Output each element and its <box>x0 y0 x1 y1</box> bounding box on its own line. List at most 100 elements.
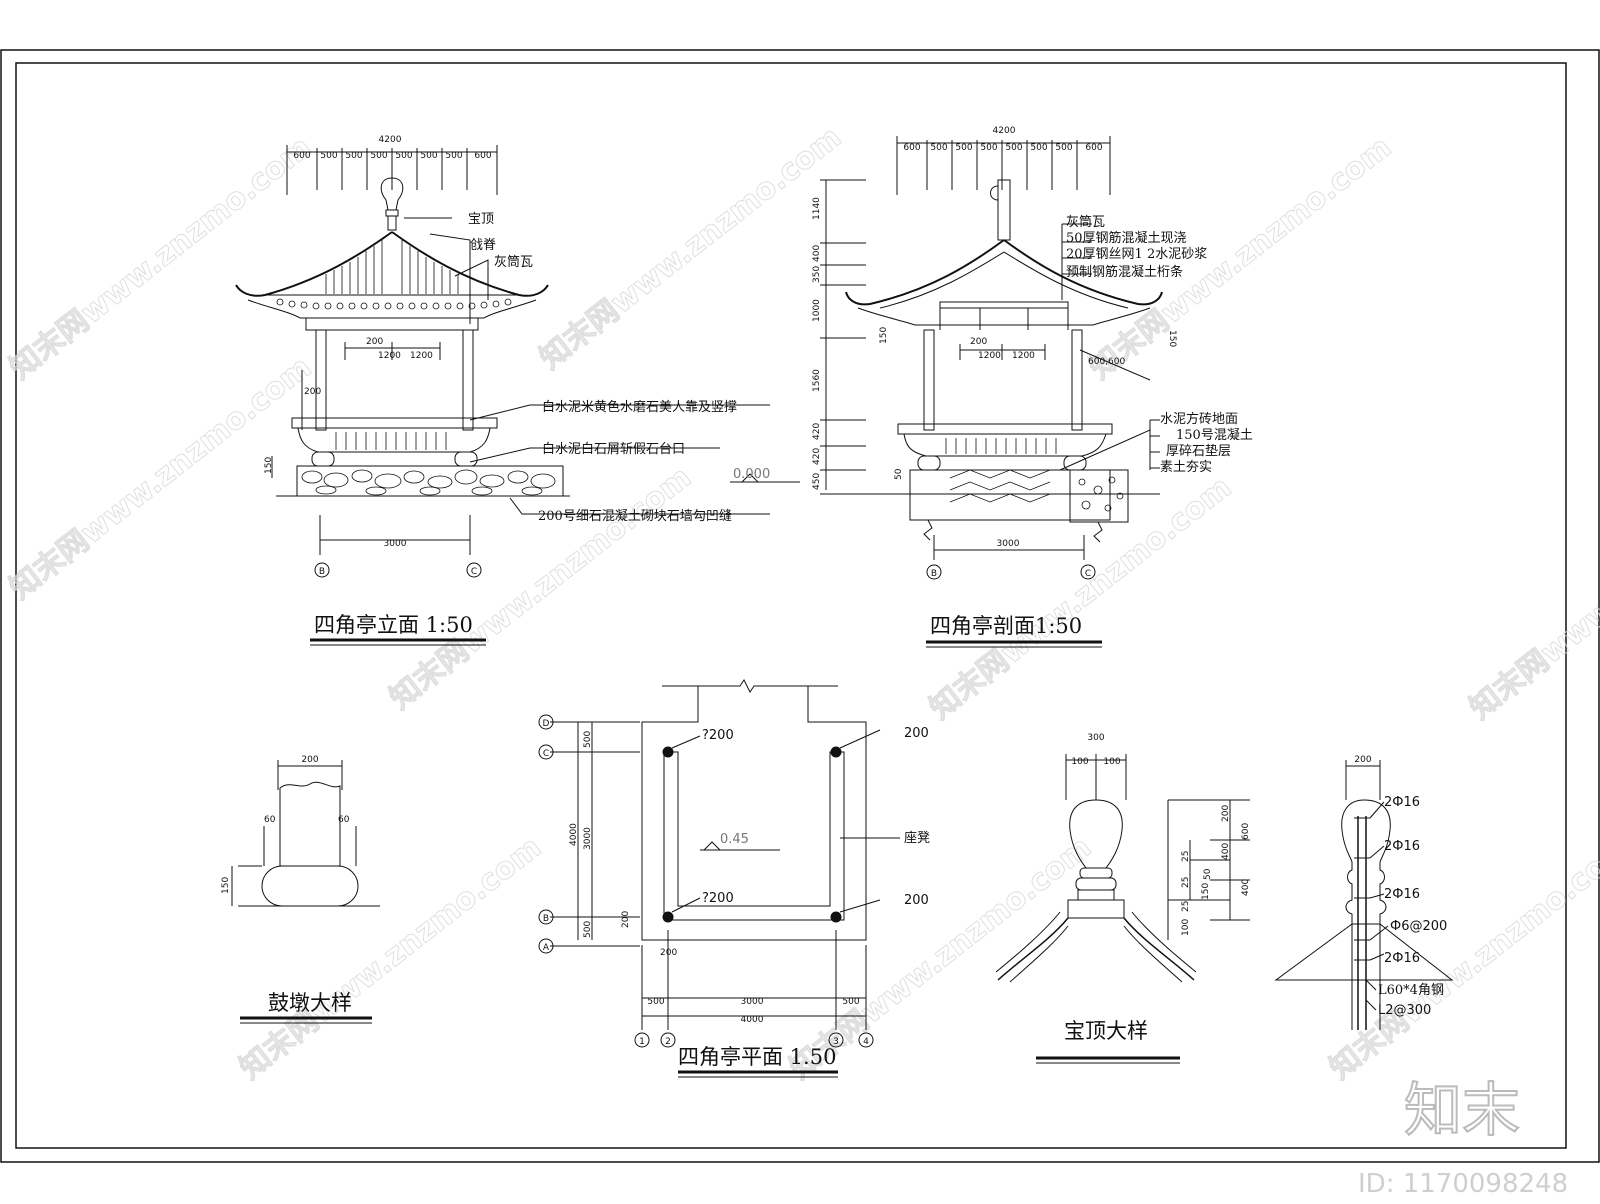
svg-text:3000: 3000 <box>384 539 407 549</box>
svg-text:60: 60 <box>338 815 350 825</box>
svg-text:1560: 1560 <box>812 369 822 392</box>
plan-title: 四角亭平面 1.50 <box>678 1045 836 1069</box>
svg-text:500: 500 <box>1030 143 1047 153</box>
svg-text:4200: 4200 <box>379 135 402 145</box>
svg-text:知末: 知末 <box>1404 1076 1520 1144</box>
svg-text:500: 500 <box>842 997 859 1007</box>
svg-text:100: 100 <box>1181 919 1191 936</box>
svg-text:1000: 1000 <box>812 299 822 322</box>
svg-text:知末网www.znzmo.com: 知末网www.znzmo.com <box>3 350 318 607</box>
plan-view <box>538 679 900 1078</box>
svg-text:150: 150 <box>221 877 231 894</box>
svg-text:420: 420 <box>812 448 822 465</box>
svg-text:150: 150 <box>879 327 889 344</box>
elevation-text: 4200 600 500 500 500 500 500 500 600 宝顶 … <box>264 135 737 637</box>
svg-text:150: 150 <box>264 457 274 474</box>
svg-text:600: 600 <box>903 143 920 153</box>
svg-text:400: 400 <box>1241 879 1251 896</box>
svg-text:500: 500 <box>980 143 997 153</box>
svg-text:宝顶: 宝顶 <box>468 212 494 227</box>
svg-text:350: 350 <box>812 266 822 283</box>
svg-text:L60*4角钢: L60*4角钢 <box>1378 983 1444 998</box>
svg-text:3000: 3000 <box>583 827 593 850</box>
svg-text:C: C <box>543 749 549 759</box>
svg-text:1200: 1200 <box>378 351 401 361</box>
section-balusters <box>945 438 1057 454</box>
svg-text:知末网www.znzmo.com: 知末网www.znzmo.com <box>383 460 698 717</box>
svg-text:4200: 4200 <box>993 126 1016 136</box>
plan-text: 500 3000 500 4000 D C B A ?200 200 ?200 … <box>543 719 930 1069</box>
watermark-layer: 知末网www.znzmo.com 知末网www.znzmo.com 知末网www… <box>3 119 1600 1087</box>
svg-text:150: 150 <box>1201 883 1211 900</box>
svg-text:500: 500 <box>1055 143 1072 153</box>
svg-text:1200: 1200 <box>978 351 1001 361</box>
svg-text:200: 200 <box>1221 805 1231 822</box>
brand-watermark: 知末 ID: 1170098248 <box>1358 1075 1568 1199</box>
svg-text:600: 600 <box>474 151 491 161</box>
svg-text:知末网www.znzmo.com: 知末网www.znzmo.com <box>1463 470 1600 727</box>
svg-text:500: 500 <box>647 997 664 1007</box>
svg-text:预制钢筋混凝土桁条: 预制钢筋混凝土桁条 <box>1066 264 1183 280</box>
svg-text:300: 300 <box>1087 733 1104 743</box>
svg-text:500: 500 <box>395 151 412 161</box>
finial-text: 300 100 100 200 400 600 25 50 25 150 400… <box>1064 733 1447 1043</box>
svg-text:200: 200 <box>660 948 677 958</box>
svg-text:?200: ?200 <box>702 891 734 906</box>
svg-text:200号细石混凝土砌块石墙勾凹缝: 200号细石混凝土砌块石墙勾凹缝 <box>538 508 732 524</box>
svg-text:600,600: 600,600 <box>1088 357 1125 367</box>
svg-text:50厚钢筋混凝土现浇: 50厚钢筋混凝土现浇 <box>1066 230 1187 246</box>
svg-text:500: 500 <box>583 921 593 938</box>
svg-text:知末网www.znzmo.com: 知末网www.znzmo.com <box>923 470 1238 727</box>
inner-frame <box>15 62 1567 1149</box>
svg-text:2Ф16: 2Ф16 <box>1384 795 1420 810</box>
svg-text:座凳: 座凳 <box>904 830 930 846</box>
svg-text:白水泥米黄色水磨石美人靠及竖撑: 白水泥米黄色水磨石美人靠及竖撑 <box>542 399 737 415</box>
section-left-ticks <box>820 179 866 495</box>
svg-text:知末网www.znzmo.com: 知末网www.znzmo.com <box>1323 830 1600 1087</box>
svg-text:B: B <box>931 569 937 579</box>
svg-text:B: B <box>319 567 325 577</box>
svg-text:1: 1 <box>639 1037 645 1047</box>
svg-text:灰筒瓦: 灰筒瓦 <box>494 254 533 270</box>
section-text: 4200 600 500 500 500 500 500 500 600 114… <box>733 126 1253 638</box>
elevation-view <box>235 145 770 646</box>
svg-text:150: 150 <box>1167 330 1177 347</box>
svg-text:500: 500 <box>320 151 337 161</box>
svg-text:A: A <box>543 943 550 953</box>
svg-text:4000: 4000 <box>741 1015 764 1025</box>
svg-text:200: 200 <box>366 337 383 347</box>
svg-text:Ф6@200: Ф6@200 <box>1390 919 1447 934</box>
elevation-title: 四角亭立面 1:50 <box>314 613 473 637</box>
svg-text:500: 500 <box>345 151 362 161</box>
svg-text:200: 200 <box>970 337 987 347</box>
svg-text:3000: 3000 <box>741 997 764 1007</box>
svg-text:20厚钢丝网1 2水泥砂浆: 20厚钢丝网1 2水泥砂浆 <box>1066 247 1207 262</box>
section-view <box>730 136 1163 648</box>
svg-text:B: B <box>543 914 549 924</box>
svg-text:1140: 1140 <box>812 197 822 220</box>
svg-text:0.45: 0.45 <box>720 832 749 847</box>
svg-text:450: 450 <box>812 473 822 490</box>
svg-text:400: 400 <box>812 245 822 262</box>
svg-text:0.000: 0.000 <box>733 467 770 482</box>
finial-title: 宝顶大样 <box>1064 1019 1148 1043</box>
drum-text: 200 60 60 150 鼓墩大样 <box>221 755 352 1015</box>
drum-title: 鼓墩大样 <box>268 991 352 1015</box>
svg-text:200: 200 <box>1354 755 1371 765</box>
svg-text:200: 200 <box>304 387 321 397</box>
svg-text:500: 500 <box>1005 143 1022 153</box>
svg-text:500: 500 <box>930 143 947 153</box>
svg-text:200: 200 <box>301 755 318 765</box>
bench-balusters <box>335 432 447 450</box>
svg-text:25: 25 <box>1181 851 1191 862</box>
svg-text:素土夯实: 素土夯实 <box>1160 460 1212 475</box>
svg-text:厚碎石垫层: 厚碎石垫层 <box>1166 443 1231 459</box>
svg-text:L2@300: L2@300 <box>1378 1003 1431 1018</box>
svg-text:C: C <box>1085 569 1091 579</box>
svg-text:100: 100 <box>1071 757 1088 767</box>
svg-text:知末网www.znzmo.com: 知末网www.znzmo.com <box>3 130 318 387</box>
svg-text:200: 200 <box>904 726 929 741</box>
section-top-ticks <box>926 140 1078 190</box>
svg-text:50: 50 <box>1203 868 1213 880</box>
